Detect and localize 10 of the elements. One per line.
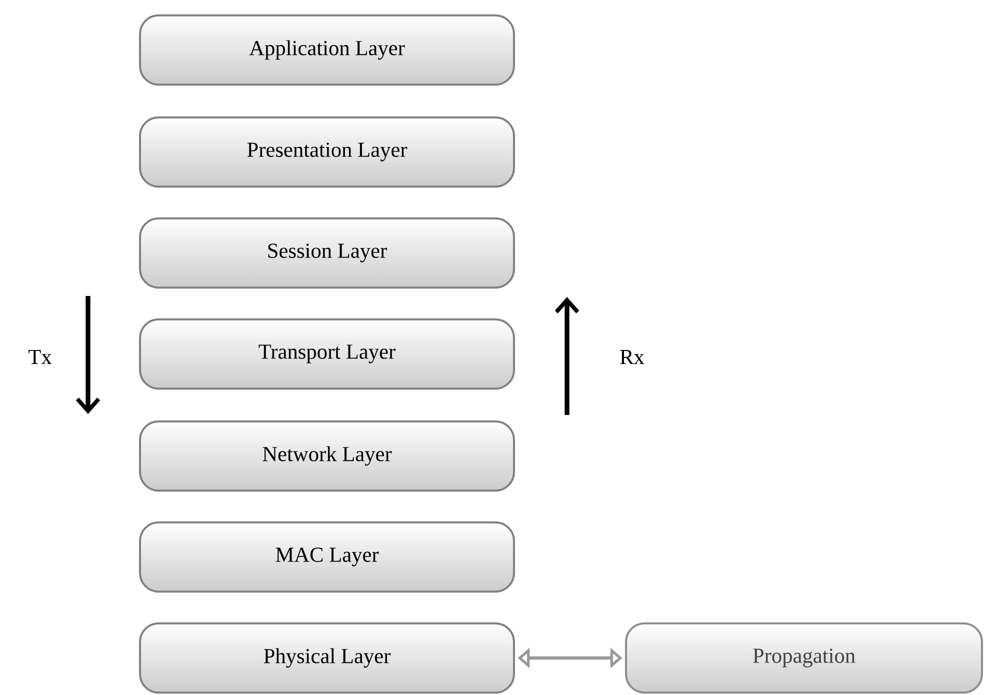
layer-box: Presentation Layer bbox=[139, 116, 515, 188]
layer-box: Transport Layer bbox=[139, 318, 515, 390]
direction-label: Tx bbox=[28, 350, 52, 364]
layer-box: MAC Layer bbox=[139, 521, 515, 593]
layer-box: Propagation bbox=[625, 622, 983, 694]
layer-box: Network Layer bbox=[139, 420, 515, 492]
layer-box: Physical Layer bbox=[139, 622, 515, 694]
layer-box: Session Layer bbox=[139, 217, 515, 289]
layer-box: Application Layer bbox=[139, 14, 515, 86]
direction-label: Rx bbox=[620, 350, 644, 364]
